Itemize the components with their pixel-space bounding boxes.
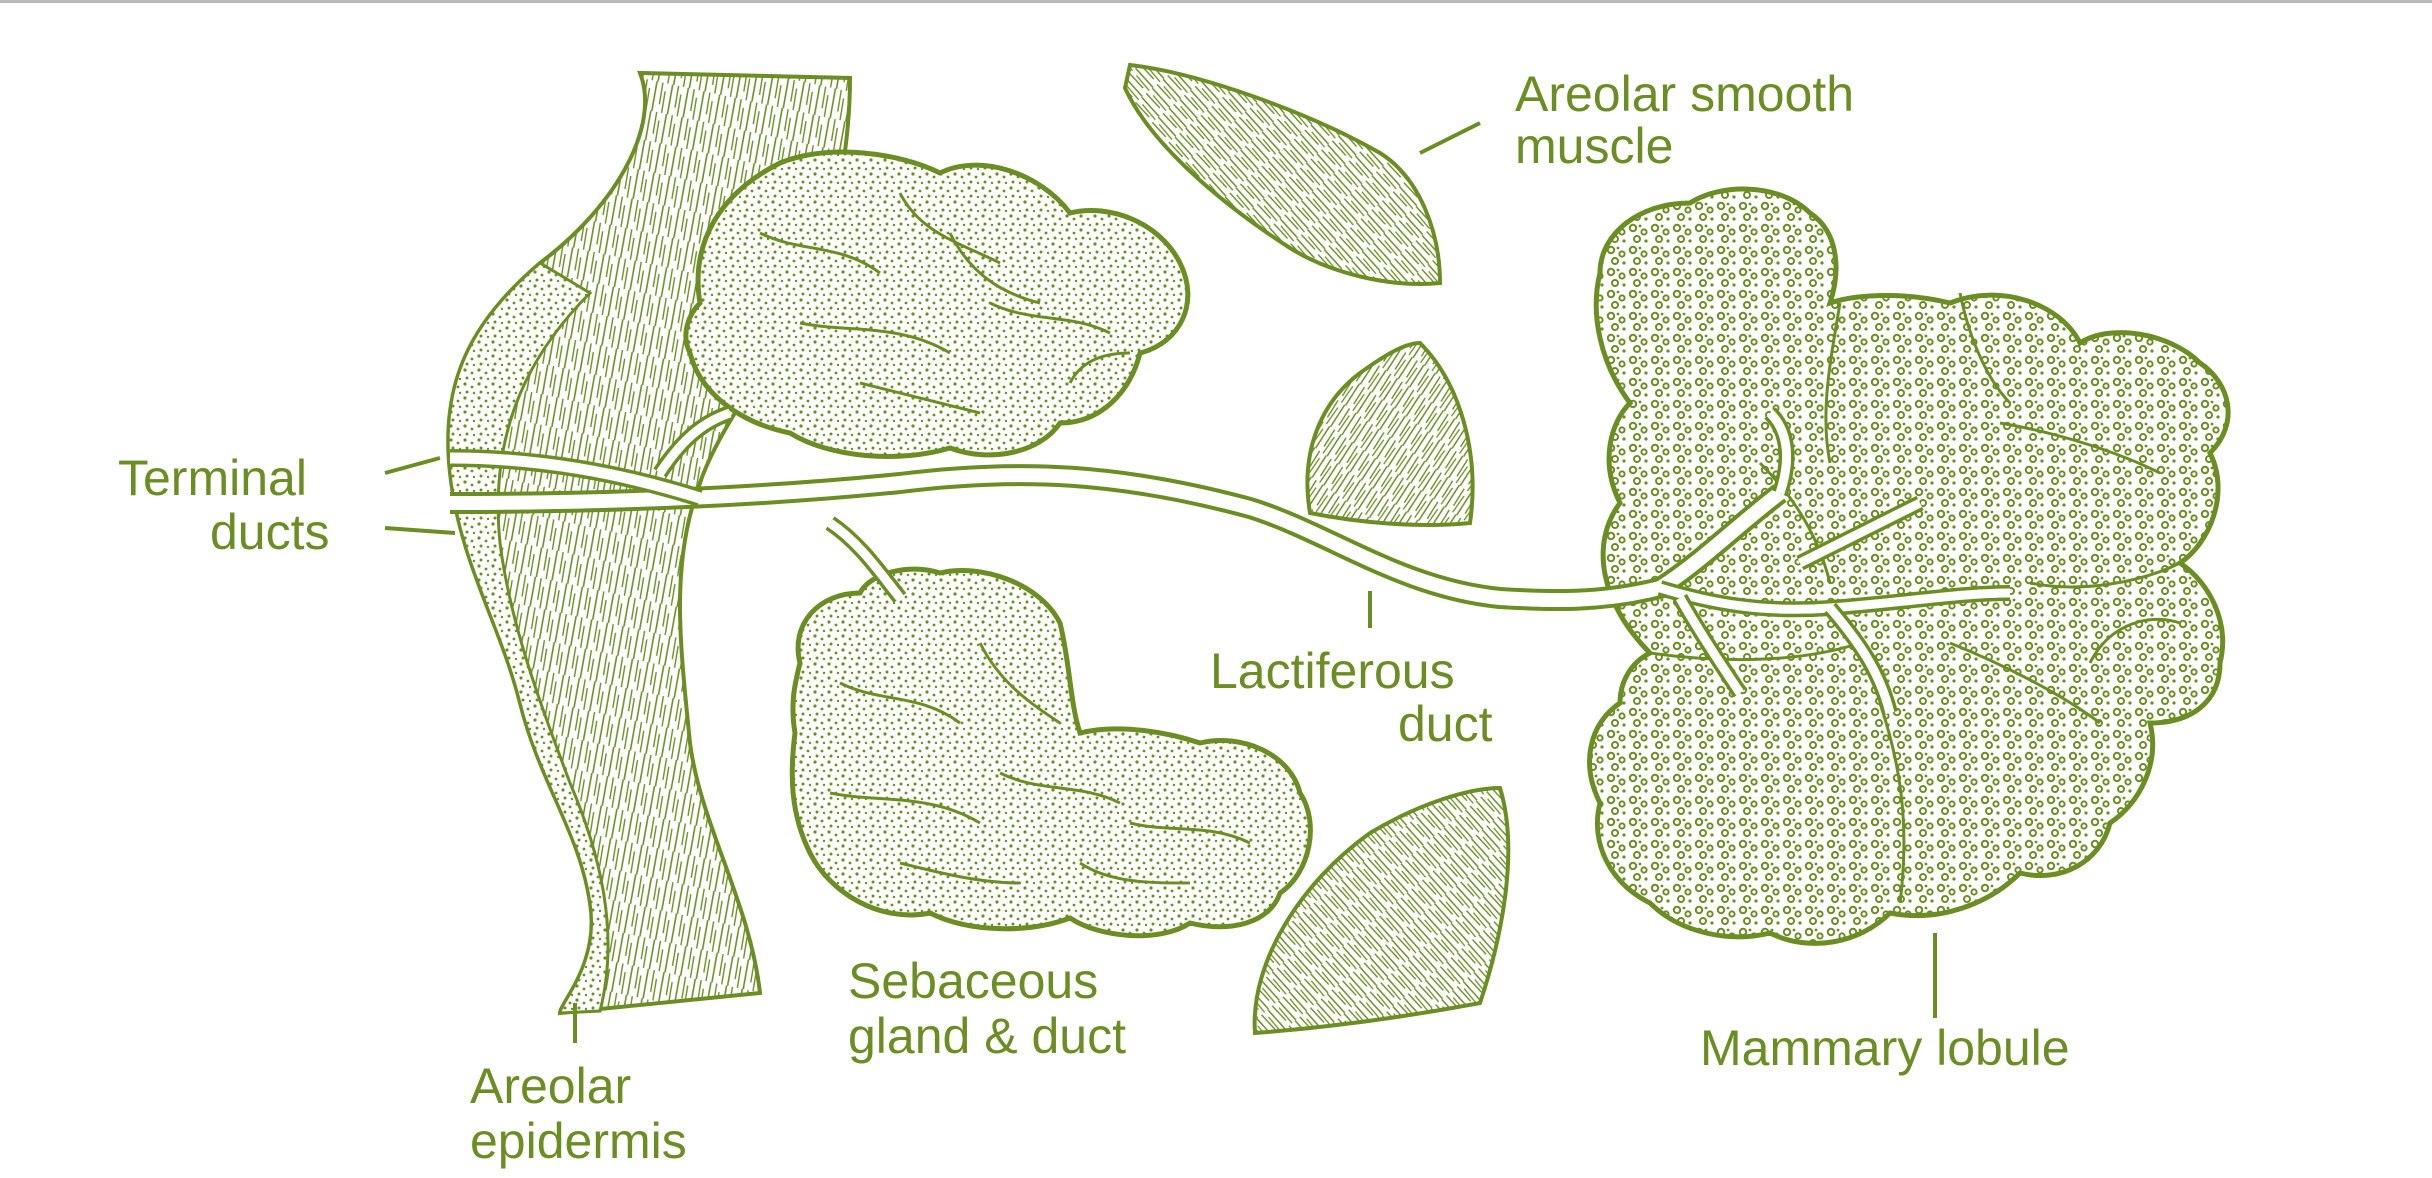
smooth-muscle-upper (1125, 65, 1480, 284)
label-terminal-ducts-1: Terminal (118, 450, 307, 506)
label-sebaceous-gland-1: Sebaceous (848, 953, 1098, 1009)
label-areolar-epidermis-2: epidermis (470, 1113, 687, 1169)
nipple-anatomy-diagram: Areolar smooth muscle Terminal ducts Lac… (0, 3, 2432, 1178)
label-mammary-lobule: Mammary lobule (1700, 1020, 2070, 1076)
label-lactiferous-duct-1: Lactiferous (1210, 643, 1455, 699)
label-lactiferous-duct-2: duct (1398, 696, 1493, 752)
label-areolar-smooth-muscle-2: muscle (1515, 118, 1673, 174)
label-areolar-epidermis-1: Areolar (470, 1058, 631, 1114)
sebaceous-gland-lower (792, 569, 1310, 936)
sebaceous-gland-upper (686, 152, 1188, 456)
label-areolar-smooth-muscle-1: Areolar smooth (1515, 66, 1854, 122)
smooth-muscle-middle (1307, 343, 1472, 525)
label-sebaceous-gland-2: gland & duct (848, 1008, 1126, 1064)
label-terminal-ducts-2: ducts (210, 504, 330, 560)
